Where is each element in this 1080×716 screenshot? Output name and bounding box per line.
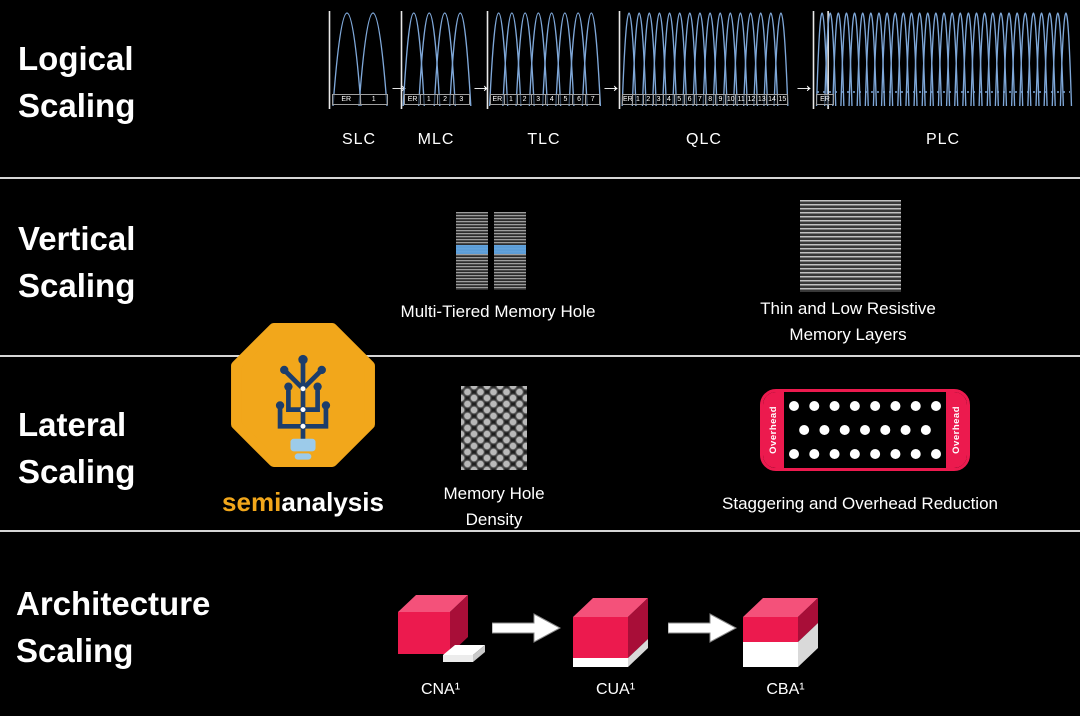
section-title-lateral: Lateral Scaling: [18, 406, 136, 490]
memory-hole-pillar-image: [494, 212, 526, 290]
plc-label: PLC: [925, 131, 961, 148]
memory-hole-density-image: [461, 386, 527, 470]
divider-line: [0, 530, 1080, 532]
caption-hole-density: Memory Hole Density: [443, 484, 545, 529]
overhead-bar-left: Overhead: [763, 392, 784, 468]
distribution-plc: ER PLC: [812, 8, 1074, 149]
right-arrow-icon: [491, 612, 562, 649]
caption-multi-tiered: Multi-Tiered Memory Hole: [400, 302, 596, 321]
section-title-logical: Logical Scaling: [18, 40, 136, 124]
brand-analysis: analysis: [281, 487, 384, 517]
right-arrow-icon: →: [600, 72, 622, 97]
qlc-label: QLC: [686, 131, 722, 148]
tlc-label: TLC: [527, 131, 561, 148]
overhead-label: Overhead: [951, 406, 962, 454]
plc-waveform-chart: ER: [812, 8, 1074, 113]
label-cba: CBA¹: [766, 681, 805, 698]
logo-octagon-icon: [231, 323, 375, 467]
slc-label: SLC: [341, 131, 377, 148]
divider-line: [0, 355, 1080, 357]
memory-hole-pillar-image: [456, 212, 488, 290]
mlc-label: MLC: [417, 131, 455, 148]
plc-level-strip: ER: [816, 94, 1071, 105]
brand-semi: semi: [222, 487, 282, 517]
semianalysis-logo: [230, 320, 376, 475]
semianalysis-wordmark: semianalysis: [210, 487, 396, 518]
cube-cba: [738, 592, 833, 682]
caption-staggering: Staggering and Overhead Reduction: [722, 494, 998, 513]
right-arrow-icon: →: [793, 72, 815, 97]
label-cua: CUA¹: [595, 681, 636, 698]
overhead-bar-right: Overhead: [946, 392, 967, 468]
right-arrow-icon: →: [470, 72, 492, 97]
memory-layers-image: [800, 200, 901, 292]
section-title-vertical: Vertical Scaling: [18, 220, 136, 304]
cube-cua: [568, 592, 663, 682]
cube-cna: [393, 592, 488, 682]
section-title-architecture: Architecture Scaling: [16, 585, 211, 669]
caption-thin-layers: Thin and Low Resistive Memory Layers: [760, 299, 936, 344]
divider-line: [0, 177, 1080, 179]
right-arrow-icon: [667, 612, 738, 649]
label-cna: CNA¹: [420, 681, 461, 698]
staggered-holes-pattern: [784, 392, 946, 468]
overhead-label: Overhead: [768, 406, 779, 454]
staggering-figure: Overhead Overhead: [760, 389, 970, 471]
